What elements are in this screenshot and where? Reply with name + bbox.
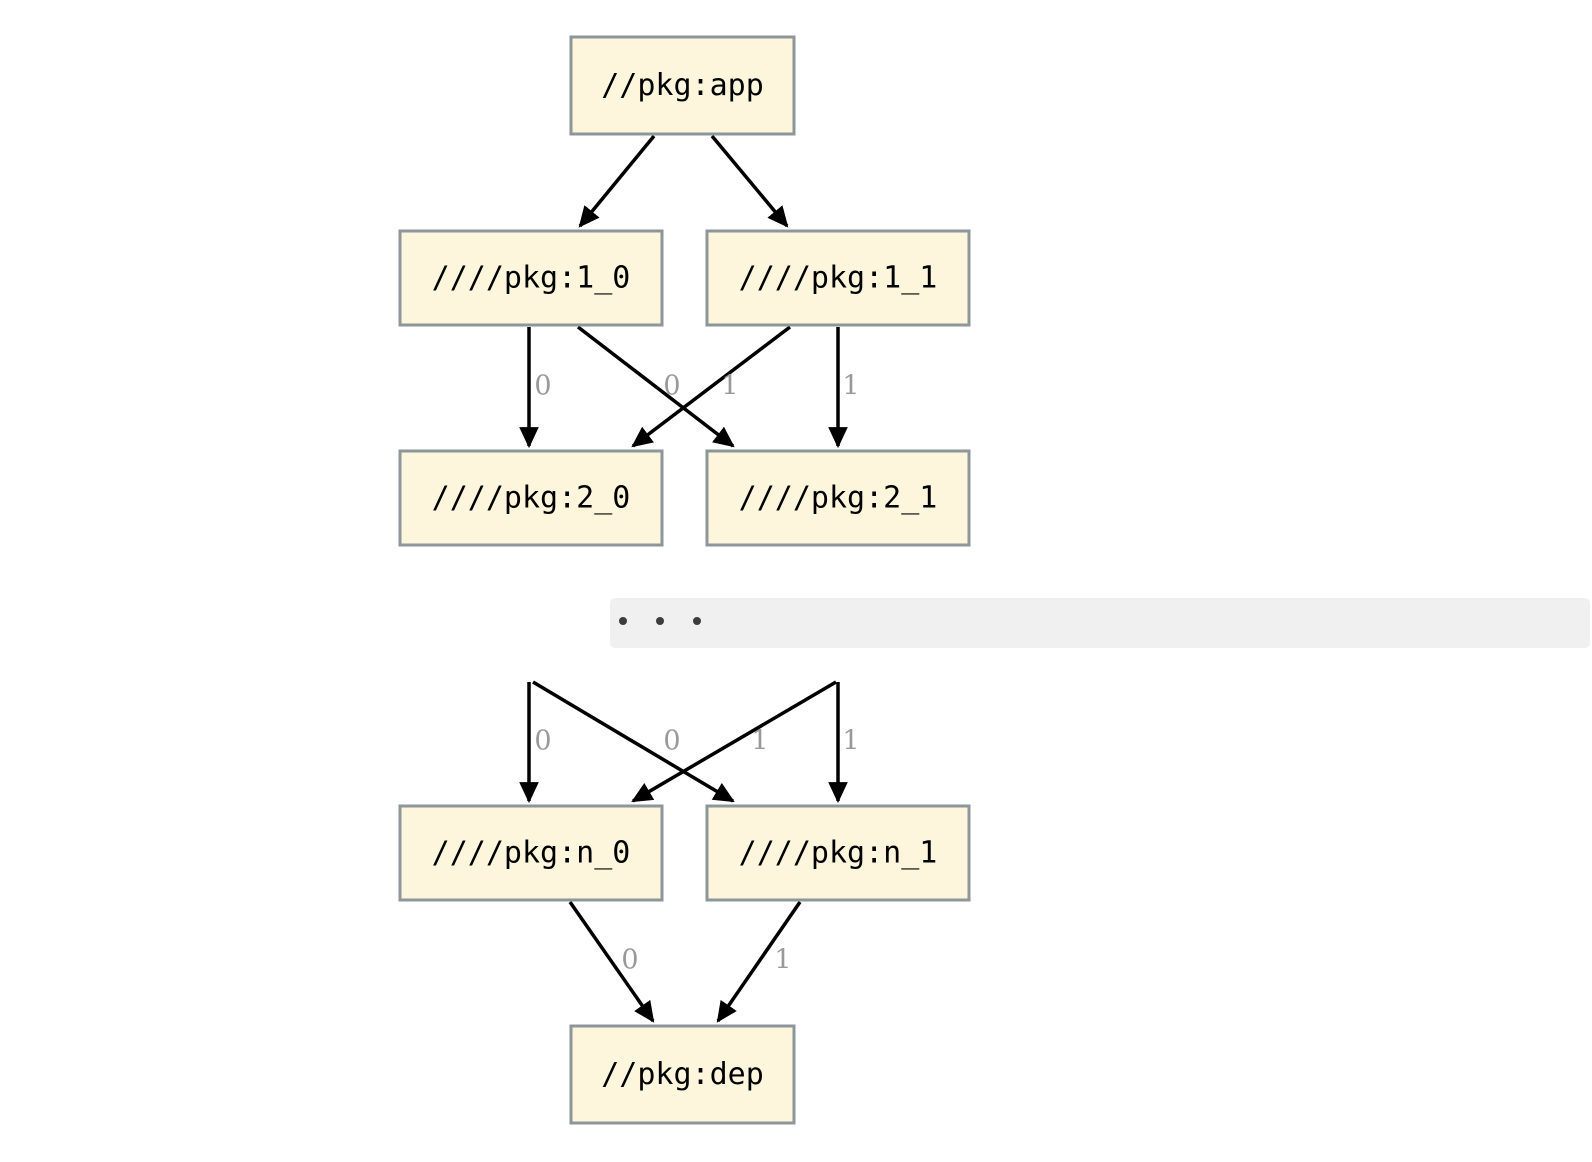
ellipsis-dot-3 [693,617,701,625]
node-box-ln_1[interactable] [705,804,971,902]
edge-label-e-n_1-dep: 1 [774,945,791,976]
node-box-l2_1[interactable] [705,449,971,547]
node-box-l2_0[interactable] [398,449,664,547]
node-box-l1_0[interactable] [398,229,664,327]
edge-label-e-dangle2-n_0: 1 [751,726,768,757]
edge-label-e-dangle-n_0: 0 [534,726,551,757]
node-l2_0[interactable]: ////pkg:2_0 [398,449,664,547]
ellipsis-separator [610,598,1590,648]
edge-label-e-1_0-2_0: 0 [534,371,551,402]
node-label-l1_1: ////pkg:1_1 [739,261,938,296]
edge-label-e-1_1-2_0: 1 [721,371,738,402]
node-ln_0[interactable]: ////pkg:n_0 [398,804,664,902]
node-dep[interactable]: //pkg:dep [569,1024,796,1125]
ellipsis-dot-2 [656,617,664,625]
node-l2_1[interactable]: ////pkg:2_1 [705,449,971,547]
edge-e-app-1_1 [710,134,789,228]
nodes-layer: //pkg:app ////pkg:1_0 ////pkg:1_1 ////pkg:2… [398,35,971,1125]
edge-label-e-dangle2-n_1: 1 [842,726,859,757]
node-l1_1[interactable]: ////pkg:1_1 [705,229,971,327]
edge-label-e-n_0-dep: 0 [621,945,638,976]
edge-label-e-dangle-n_1: 0 [663,726,680,757]
edge-e-app-1_0 [578,134,656,228]
edge-e-1_1-2_0 [631,325,792,448]
edge-e-n_0-dep [568,900,655,1023]
node-label-dep: //pkg:dep [601,1057,764,1092]
node-box-app[interactable] [569,35,796,136]
edge-e-dangle-n_1 [532,680,735,803]
node-label-ln_1: ////pkg:n_1 [739,836,938,871]
edge-labels-layer: 0 0 1 1 0 0 1 1 0 1 [534,371,859,976]
edge-label-e-1_1-2_1: 1 [842,371,859,402]
node-l1_0[interactable]: ////pkg:1_0 [398,229,664,327]
edges-layer [519,134,848,1023]
node-label-l1_0: ////pkg:1_0 [432,261,631,296]
edge-e-n_1-dep [716,901,802,1023]
node-label-ln_0: ////pkg:n_0 [432,836,631,871]
edge-e-1_0-2_1 [576,325,735,448]
ellipsis-dot-1 [619,617,627,625]
node-box-l1_1[interactable] [705,229,971,327]
edge-label-e-1_0-2_1: 0 [663,371,680,402]
node-box-ln_0[interactable] [398,804,664,902]
node-app[interactable]: //pkg:app [569,35,796,136]
node-box-dep[interactable] [569,1024,796,1125]
node-label-app: //pkg:app [601,68,764,103]
ellipsis-band-rect [610,598,1590,648]
node-ln_1[interactable]: ////pkg:n_1 [705,804,971,902]
edge-e-dangle2-n_0 [631,680,837,803]
node-label-l2_0: ////pkg:2_0 [432,481,631,516]
node-label-l2_1: ////pkg:2_1 [739,481,938,516]
